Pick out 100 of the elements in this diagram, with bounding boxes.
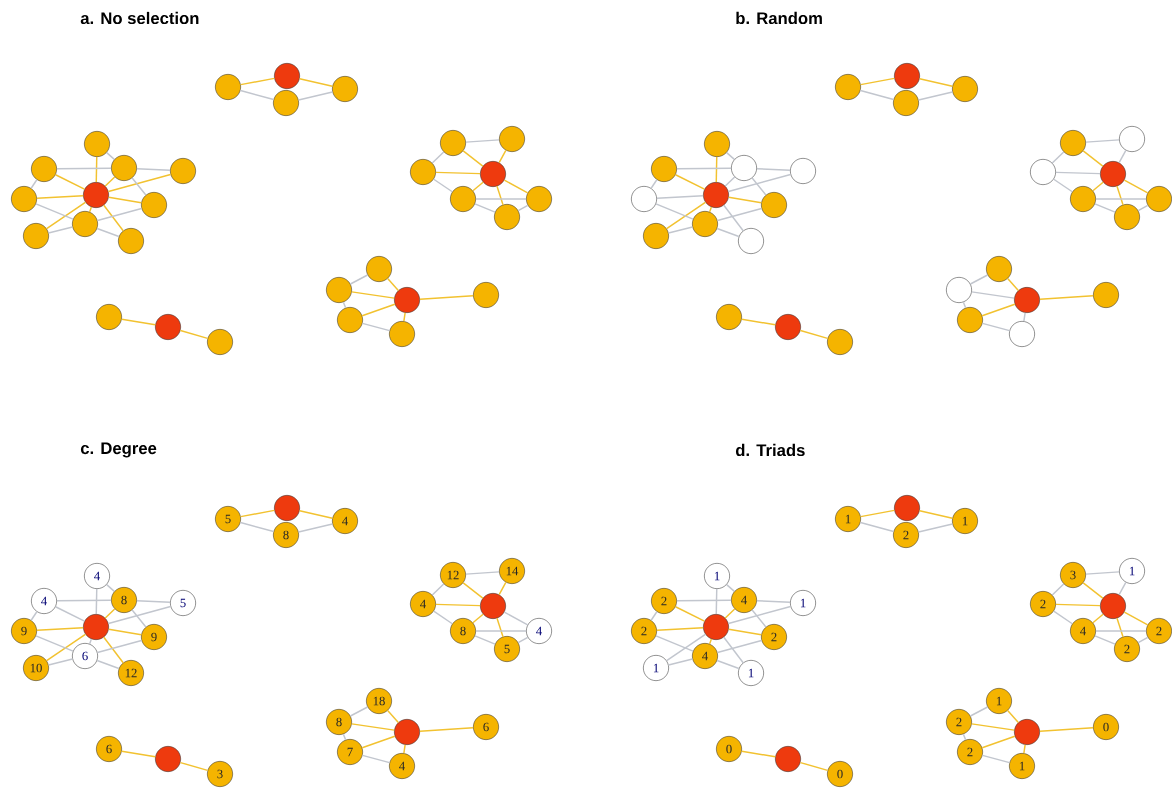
network-node: 6 — [473, 714, 499, 740]
network-edge — [95, 156, 98, 183]
network-edge — [462, 582, 484, 599]
network-edge — [131, 609, 147, 628]
network-node — [72, 211, 98, 237]
network-node: 0 — [827, 761, 853, 787]
network-node — [1100, 161, 1126, 187]
network-edge — [656, 194, 704, 199]
network-node: 3 — [1060, 562, 1086, 588]
network-node — [738, 228, 764, 254]
network-node — [480, 161, 506, 187]
panel-title: a. No selection — [80, 11, 199, 25]
network-node — [141, 192, 167, 218]
network-node — [946, 277, 972, 303]
network-edge — [655, 635, 694, 652]
network-edge — [751, 177, 767, 196]
network-edge — [1055, 171, 1101, 175]
network-edge — [517, 636, 529, 644]
network-node — [215, 74, 241, 100]
network-edge — [419, 727, 474, 732]
network-node: 2 — [631, 618, 657, 644]
network-edge — [1116, 185, 1124, 206]
network-node: 0 — [716, 736, 742, 762]
network-node: 1 — [952, 508, 978, 534]
network-edge — [676, 167, 732, 170]
network-edge — [475, 198, 527, 200]
network-node — [827, 329, 853, 355]
network-edge — [131, 177, 147, 196]
network-edge — [361, 754, 391, 764]
network-edge — [1095, 198, 1147, 200]
network-edge — [361, 735, 396, 749]
network-edge — [1116, 617, 1124, 638]
network-edge — [1123, 179, 1149, 194]
network-edge — [361, 303, 396, 317]
network-edge — [1118, 149, 1127, 164]
network-node: 0 — [1093, 714, 1119, 740]
network-edge — [104, 176, 116, 187]
network-edge — [1082, 582, 1104, 599]
network-edge — [981, 754, 1011, 764]
network-edge — [981, 322, 1011, 332]
network-edge — [728, 628, 762, 636]
network-edge — [351, 291, 395, 299]
network-edge — [403, 744, 406, 754]
network-edge — [723, 204, 744, 232]
network-edge — [1039, 295, 1094, 300]
network-edge — [465, 139, 500, 143]
network-node: 9 — [11, 618, 37, 644]
network-edge — [342, 733, 347, 741]
network-node — [692, 211, 718, 237]
network-node: 8 — [450, 618, 476, 644]
network-node: 12 — [118, 660, 144, 686]
network-node: 8 — [326, 709, 352, 735]
network-edge — [716, 207, 763, 222]
network-edge — [240, 509, 276, 518]
network-edge — [30, 179, 38, 189]
network-edge — [1055, 603, 1101, 607]
network-node — [84, 131, 110, 157]
network-edge — [136, 167, 171, 172]
network-node: 2 — [651, 588, 677, 614]
panel-title: c. Degree — [80, 442, 157, 458]
network-edge — [431, 583, 445, 596]
network-edge — [655, 203, 694, 220]
network-edge — [1137, 636, 1149, 644]
network-edge — [121, 750, 156, 758]
network-edge — [667, 226, 694, 234]
network-edge — [715, 156, 718, 183]
network-node — [337, 307, 363, 333]
network-edge — [107, 173, 172, 193]
network-node — [499, 126, 525, 152]
network-edge — [517, 204, 529, 212]
network-node — [410, 159, 436, 185]
network-edge — [1137, 204, 1149, 212]
network-edge — [107, 605, 172, 625]
network-node: 4 — [389, 753, 415, 779]
network-node: 1 — [835, 506, 861, 532]
network-node: 5 — [215, 506, 241, 532]
network-edge — [472, 613, 484, 624]
network-node — [473, 282, 499, 308]
network-node: 14 — [499, 558, 525, 584]
panel-title: d. Triads — [735, 443, 805, 457]
network-edge — [103, 204, 124, 232]
network-edge — [474, 203, 496, 213]
network-node — [389, 321, 415, 347]
network-node: 4 — [332, 508, 358, 534]
network-node: 10 — [23, 655, 49, 681]
network-edge — [650, 611, 658, 621]
network-edge — [105, 583, 116, 593]
network-node: 7 — [337, 739, 363, 765]
network-node — [31, 156, 57, 182]
network-edge — [342, 301, 347, 309]
network-edge — [47, 226, 74, 234]
network-edge — [1039, 727, 1094, 732]
network-edge — [716, 639, 763, 654]
network-edge — [917, 523, 954, 533]
network-edge — [665, 201, 707, 230]
network-edge — [498, 581, 507, 596]
network-node — [332, 76, 358, 102]
network-edge — [724, 176, 736, 187]
network-node — [894, 63, 920, 89]
network-edge — [96, 227, 120, 238]
